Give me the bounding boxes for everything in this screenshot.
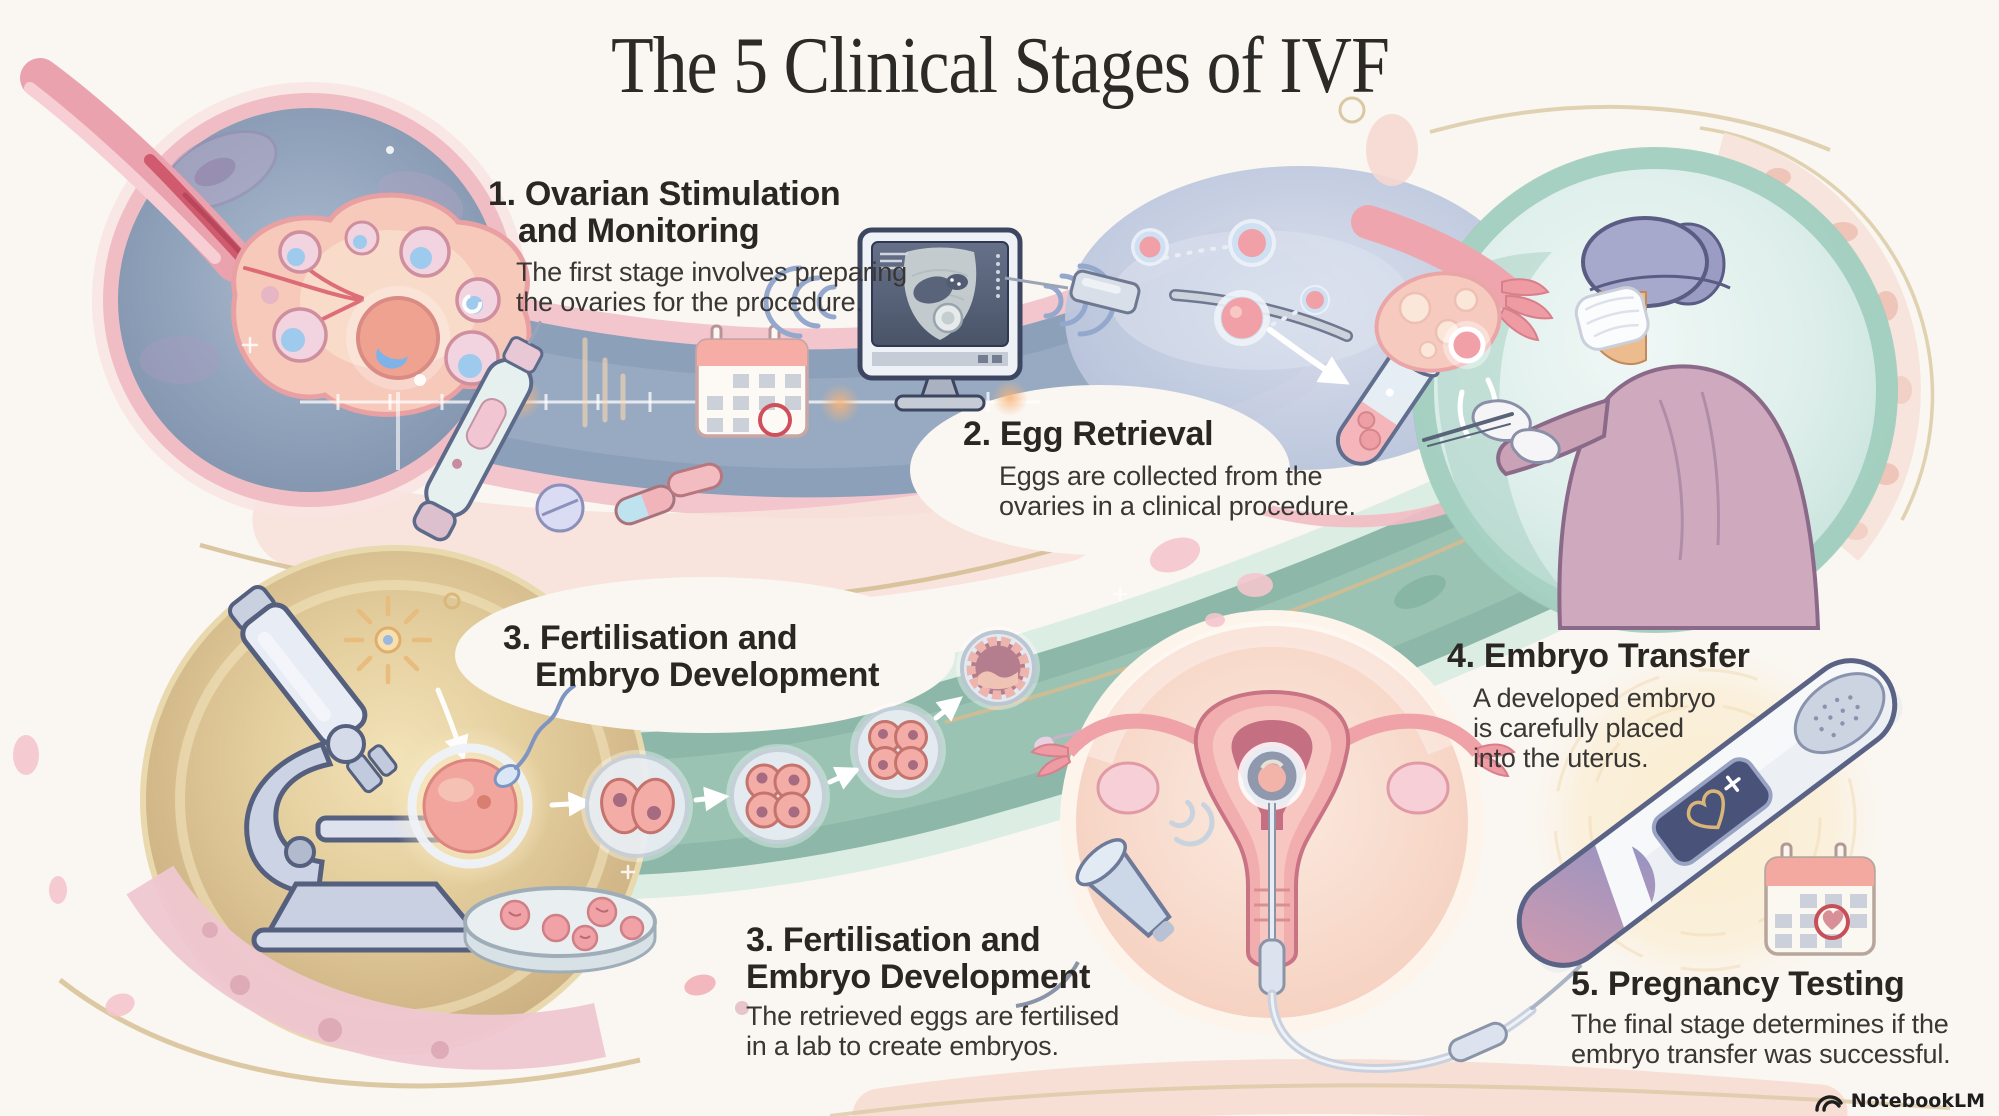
infographic-title: The 5 Clinical Stages of IVF <box>611 22 1390 110</box>
stage-3-heading-line-1: 3. Fertilisation and <box>746 921 1041 959</box>
stage-3-block: 3. Fertilisation and Embryo Development … <box>746 921 1120 1062</box>
ovary-with-fimbriae <box>1351 205 1554 439</box>
two-cell-embryo <box>581 750 693 862</box>
starburst-decoration <box>343 592 461 685</box>
text-cutout-stage2 <box>910 385 1290 555</box>
droplet-decorations <box>13 537 1273 1017</box>
stage-4-desc-line-1: A developed embryo <box>1473 683 1716 713</box>
notebooklm-logo-icon <box>1815 1095 1843 1112</box>
arrow-to-test-tube <box>1267 327 1350 385</box>
stage-4-desc-line-3: into the uterus. <box>1473 743 1649 773</box>
stage-4-desc-line-2: is carefully placed <box>1473 713 1684 743</box>
ultrasound-transducer-icon <box>1015 799 1215 1008</box>
embryo-transfer-catheter <box>1258 803 1582 1073</box>
egg-retrieval-illustration <box>1004 205 1554 466</box>
watermark: NotebookLM <box>1814 1089 1985 1113</box>
stage-1-heading-line-2: and Monitoring <box>518 212 760 250</box>
stage-3-desc-line-2: in a lab to create embryos. <box>746 1031 1059 1061</box>
pale-pink-swirl <box>252 467 1108 609</box>
stage-5-heading: 5. Pregnancy Testing <box>1571 965 1905 1003</box>
text-cutout-stage3 <box>455 577 955 733</box>
stage-3-heading-line-2: Embryo Development <box>746 958 1091 996</box>
watermark-text: NotebookLM <box>1850 1090 1985 1112</box>
stage-5-block: 5. Pregnancy Testing The final stage det… <box>1571 965 1951 1070</box>
ultrasound-monitor-icon <box>857 227 1023 412</box>
stage-3-desc-line-1: The retrieved eggs are fertilised <box>746 1001 1120 1031</box>
surgeon-illustration <box>1422 216 1821 630</box>
stage-1-heading-line-1: 1. Ovarian Stimulation <box>488 175 841 213</box>
stage-5-desc-line-2: embryo transfer was successful. <box>1571 1039 1951 1069</box>
stage-1-block: 1. Ovarian Stimulation and Monitoring Th… <box>488 175 907 318</box>
stage-3-label-block: 3. Fertilisation and Embryo Development <box>503 620 879 694</box>
calendar-heart-icon <box>1764 842 1876 956</box>
stage-2-block: 2. Egg Retrieval Eggs are collected from… <box>963 415 1356 522</box>
left-gold-arc <box>58 978 641 1089</box>
stage-2-desc-line-1: Eggs are collected from the <box>999 461 1323 491</box>
stage-1-desc-line-2: the ovaries for the procedure. <box>516 287 863 317</box>
stage-3-label-line-2: Embryo Development <box>535 656 880 694</box>
stage-1-desc-line-1: The first stage involves preparing <box>516 257 907 287</box>
stage-4-heading: 4. Embryo Transfer <box>1447 637 1750 675</box>
stage-2-heading: 2. Egg Retrieval <box>963 415 1214 453</box>
ovary-follicles-illustration <box>231 192 532 470</box>
embryo-in-uterus <box>1238 742 1306 810</box>
four-cell-embryo-2 <box>850 702 946 798</box>
medication-pills-icon <box>535 462 723 533</box>
bottom-gold-line <box>829 1083 1951 1116</box>
stage-3-label-line-1: 3. Fertilisation and <box>503 619 798 657</box>
sound-waves-left-icon <box>763 265 837 339</box>
stage-5-desc-line-1: The final stage determines if the <box>1571 1009 1949 1039</box>
pregnancy-test-icon <box>1516 658 1903 973</box>
calendar-icon <box>695 324 809 438</box>
stage-2-desc-line-2: ovaries in a clinical procedure. <box>999 491 1356 521</box>
four-cell-embryo <box>726 744 830 848</box>
fertilisation-egg-sperm-illustration <box>390 684 576 886</box>
injection-pen-icon <box>412 320 544 542</box>
bottom-pink-sweep <box>852 1058 1848 1116</box>
blastocyst <box>956 626 1040 710</box>
embryo-development-sequence <box>549 626 1081 862</box>
uterus-embryo-transfer-illustration <box>1015 689 1582 1073</box>
sparkle-decorations <box>241 336 1128 880</box>
egg-cells <box>1131 219 1330 346</box>
stage-4-block: 4. Embryo Transfer A developed embryo is… <box>1447 637 1750 774</box>
petri-dish-icon <box>463 886 749 1015</box>
